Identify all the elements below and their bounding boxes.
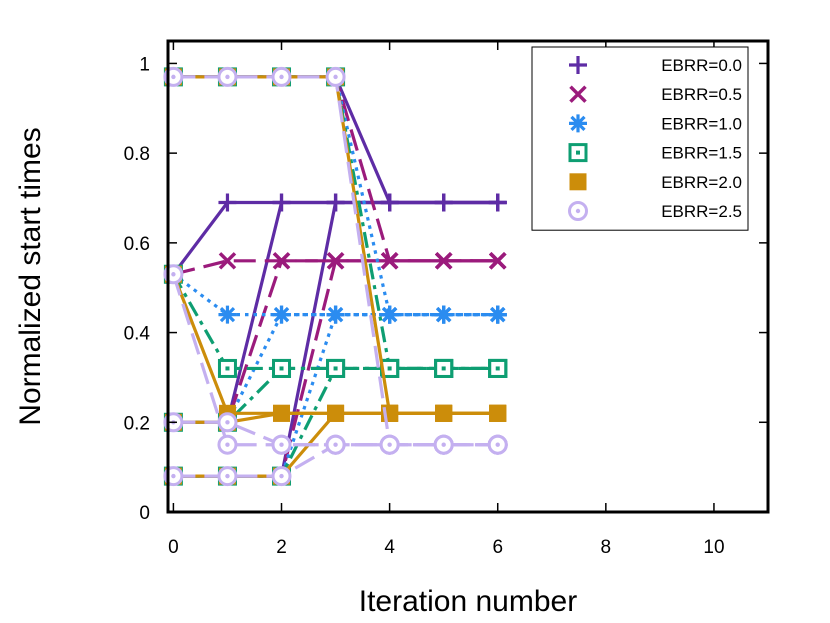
x-tick-label: 6 (492, 537, 503, 558)
legend-swatch (569, 114, 587, 133)
data-point (325, 434, 346, 455)
legend-entry: EBRR=1.0 (569, 114, 742, 133)
data-point (272, 358, 292, 378)
legend-label: EBRR=0.5 (661, 85, 742, 104)
legend-entry: EBRR=0.5 (569, 85, 742, 104)
series-4-line-2 (173, 75, 498, 371)
legend-label: EBRR=0.0 (661, 56, 742, 75)
data-point (434, 358, 454, 378)
y-tick-label: 0 (139, 503, 150, 524)
data-point (434, 305, 453, 324)
data-point (488, 252, 507, 270)
data-point (271, 466, 292, 487)
plot-frame (166, 39, 770, 514)
legend-swatch (568, 143, 588, 163)
data-point (326, 305, 345, 324)
x-tick-label: 0 (168, 537, 179, 558)
data-point (218, 193, 237, 212)
data-point (488, 305, 507, 324)
data-point (272, 252, 291, 270)
data-point (489, 404, 507, 422)
x-tick-label: 10 (703, 537, 724, 558)
data-point (327, 404, 345, 422)
series-2-line-2 (173, 75, 498, 263)
data-point (435, 404, 453, 422)
data-point (326, 358, 346, 378)
data-point (271, 66, 292, 87)
data-point (217, 412, 238, 433)
data-point (433, 434, 454, 455)
legend-entry: EBRR=0.0 (569, 56, 742, 75)
legend-entry: EBRR=2.5 (568, 201, 742, 221)
data-point (326, 193, 345, 212)
legend-swatch (568, 201, 588, 221)
data-point (272, 305, 291, 324)
data-point (218, 252, 237, 270)
legend-label: EBRR=2.5 (661, 202, 742, 221)
data-point (325, 66, 346, 87)
x-tick-label: 8 (601, 537, 612, 558)
legend-label: EBRR=1.5 (661, 144, 742, 163)
y-tick-label: 0.2 (124, 413, 150, 434)
legend-swatch (569, 85, 587, 103)
data-point (380, 193, 399, 212)
data-point (380, 252, 399, 270)
y-tick-label: 1 (139, 54, 150, 75)
data-point (217, 466, 238, 487)
data-point (217, 358, 237, 378)
data-point (271, 434, 292, 455)
data-point (380, 305, 399, 324)
x-tick-label: 4 (384, 537, 395, 558)
data-point (487, 434, 508, 455)
x-axis-title: Iteration number (359, 585, 577, 618)
series-1-line-2 (173, 75, 498, 205)
series-6 (163, 66, 508, 487)
data-point (488, 193, 507, 212)
legend-label: EBRR=1.0 (661, 114, 742, 133)
y-tick-label: 0.4 (124, 324, 151, 345)
data-point (434, 252, 453, 270)
legend-entry: EBRR=1.5 (568, 143, 742, 163)
tick-layer: 0 2 4 6 8 10 0 0.2 0.4 0.6 0.8 1 (124, 41, 768, 558)
data-point (217, 66, 238, 87)
y-tick-label: 0.8 (124, 144, 150, 165)
data-point (272, 193, 291, 212)
data-point (434, 193, 453, 212)
data-point (218, 305, 237, 324)
data-point (488, 358, 508, 378)
data-point (326, 252, 345, 270)
legend: EBRR=0.0EBRR=0.5EBRR=1.0EBRR=1.5EBRR=2.0… (531, 46, 749, 231)
series-layer (163, 66, 508, 487)
series-5-line-1 (171, 273, 498, 415)
legend-swatch (569, 173, 587, 191)
data-point (379, 434, 400, 455)
data-point (273, 404, 291, 422)
legend-swatch (569, 56, 587, 74)
y-tick-label: 0.6 (124, 234, 150, 255)
y-axis-title: Normalized start times (14, 127, 47, 425)
x-tick-label: 2 (276, 537, 287, 558)
legend-box (531, 46, 749, 231)
data-point (217, 434, 238, 455)
legend-label: EBRR=2.0 (661, 173, 742, 192)
legend-entry: EBRR=2.0 (569, 173, 742, 192)
